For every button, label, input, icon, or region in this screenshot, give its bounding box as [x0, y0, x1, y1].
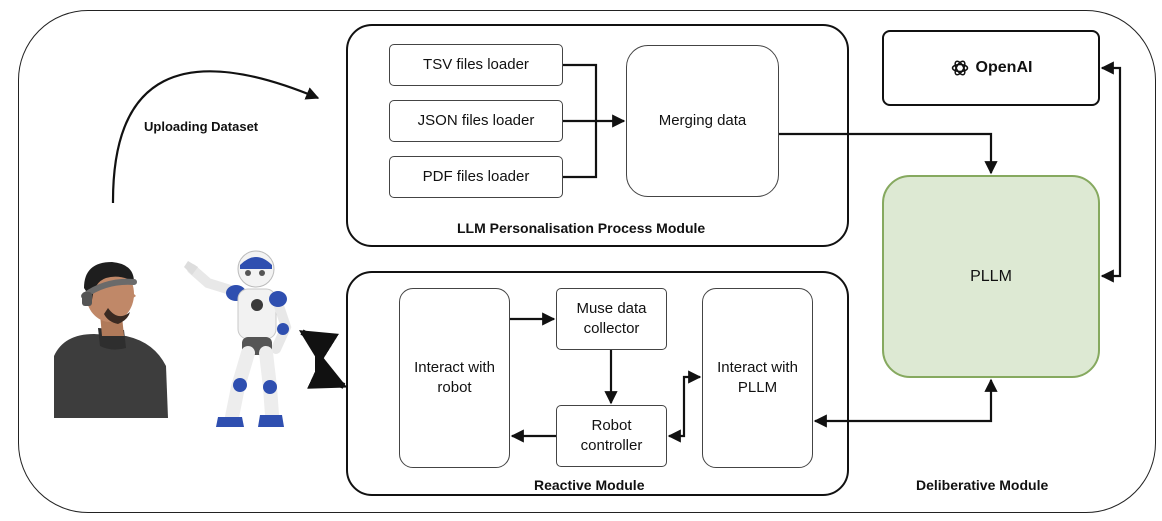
- merging-data-box: Merging data: [626, 45, 779, 197]
- interact-robot-box: Interact with robot: [399, 288, 510, 468]
- controller-pllm-arrow: [667, 370, 702, 443]
- merging-data-label: Merging data: [658, 112, 747, 129]
- muse-collector-box: Muse data collector: [556, 288, 667, 350]
- json-loader-label: JSON files loader: [417, 112, 535, 129]
- uploading-dataset-label: Uploading Dataset: [144, 119, 259, 134]
- tsv-loader-label: TSV files loader: [423, 56, 529, 73]
- openai-logo-icon: [951, 60, 968, 76]
- personalisation-module-label: LLM Personalisation Process Module: [457, 220, 706, 236]
- person-with-eeg-headband: [54, 256, 174, 418]
- pllm-box: PLLM: [882, 175, 1100, 378]
- upload-arrow: [111, 70, 320, 204]
- json-loader-box: JSON files loader: [389, 100, 563, 142]
- openai-label: OpenAI: [975, 59, 1033, 76]
- robot-controller-label: Robot controller: [580, 417, 643, 454]
- robot-reactive-link: [298, 329, 348, 389]
- merge-to-pllm-arrow: [779, 132, 998, 175]
- pllm-label: PLLM: [970, 267, 1012, 285]
- reactive-module-label: Reactive Module: [534, 477, 645, 493]
- interact-pllm-to-pllm-arrow: [813, 378, 998, 428]
- pdf-loader-label: PDF files loader: [422, 168, 530, 185]
- interact-pllm-label: Interact with PLLM: [717, 359, 798, 396]
- interact-robot-label: Interact with robot: [414, 359, 495, 396]
- deliberative-module-label: Deliberative Module: [916, 477, 1049, 493]
- deliberative-region: [18, 10, 1156, 513]
- tsv-loader-box: TSV files loader: [389, 44, 563, 86]
- openai-box: OpenAI: [882, 30, 1100, 106]
- robot-controller-box: Robot controller: [556, 405, 667, 467]
- muse-collector-label: Muse data collector: [576, 300, 647, 337]
- openai-pllm-arrow: [1100, 61, 1122, 283]
- interact-pllm-box: Interact with PLLM: [702, 288, 813, 468]
- pdf-loader-box: PDF files loader: [389, 156, 563, 198]
- humanoid-robot: [184, 250, 292, 427]
